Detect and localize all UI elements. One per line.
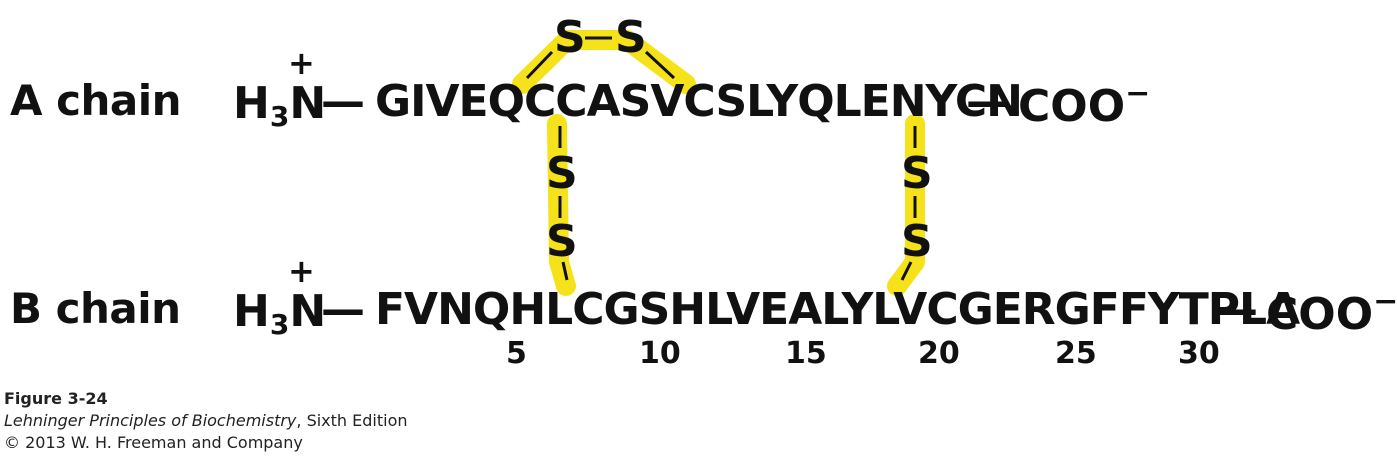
b-chain-sequence: FVNQHLCGSHLVEALYLVCGERGFFYTPLA xyxy=(375,284,1300,335)
position-number: 25 xyxy=(1055,336,1097,371)
position-number: 10 xyxy=(639,336,681,371)
bond-line xyxy=(525,50,554,80)
nitrogen-atom: N xyxy=(289,286,327,337)
a-chain-negative-charge: − xyxy=(1125,76,1151,111)
bond-line xyxy=(561,261,569,281)
hydrogen-count: 3 xyxy=(269,308,290,341)
a-chain-c-terminus: COO− xyxy=(1018,76,1150,132)
b-chain-n-bond: — xyxy=(321,284,365,335)
b-chain-n-terminus: H3N xyxy=(233,286,326,341)
b-chain-label: B chain xyxy=(10,284,181,333)
book-edition: , Sixth Edition xyxy=(296,411,408,430)
sulfur-atom: S xyxy=(554,12,586,63)
figure-number: Figure 3-24 xyxy=(4,389,108,408)
interchain-disulfide-highlight-1 xyxy=(547,114,576,296)
position-number: 20 xyxy=(918,336,960,371)
sulfur-atom: S xyxy=(901,148,933,199)
bond-line xyxy=(900,261,913,281)
b-chain-positive-charge: + xyxy=(288,252,315,290)
carboxylate: COO xyxy=(1018,81,1126,132)
position-number: 15 xyxy=(785,336,827,371)
copyright-line: © 2013 W. H. Freeman and Company xyxy=(4,433,303,452)
sulfur-atom: S xyxy=(546,216,578,267)
hydrogen-count: 3 xyxy=(269,100,290,133)
b-chain-negative-charge: − xyxy=(1373,284,1397,319)
position-number: 30 xyxy=(1178,336,1220,371)
position-number: 5 xyxy=(506,336,527,371)
sulfur-atom: S xyxy=(615,12,647,63)
a-chain-positive-charge: + xyxy=(288,44,315,82)
hydrogen-atom: H xyxy=(233,78,270,129)
book-title-line: Lehninger Principles of Biochemistry, Si… xyxy=(4,411,408,430)
sulfur-atom: S xyxy=(901,216,933,267)
a-chain-label: A chain xyxy=(10,76,182,125)
a-chain-c-bond: — xyxy=(966,76,1010,127)
a-chain-n-bond: — xyxy=(321,76,365,127)
book-title: Lehninger Principles of Biochemistry xyxy=(4,411,297,430)
carboxylate: COO xyxy=(1266,289,1374,340)
nitrogen-atom: N xyxy=(289,78,327,129)
sulfur-atom: S xyxy=(546,148,578,199)
a-chain-n-terminus: H3N xyxy=(233,78,326,133)
a-chain-sequence: GIVEQCCASVCSLYQLENYCN xyxy=(375,76,1023,127)
b-chain-c-terminus: COO− xyxy=(1266,284,1397,340)
b-chain-c-bond: — xyxy=(1214,284,1258,335)
hydrogen-atom: H xyxy=(233,286,270,337)
bond-line xyxy=(644,50,676,80)
